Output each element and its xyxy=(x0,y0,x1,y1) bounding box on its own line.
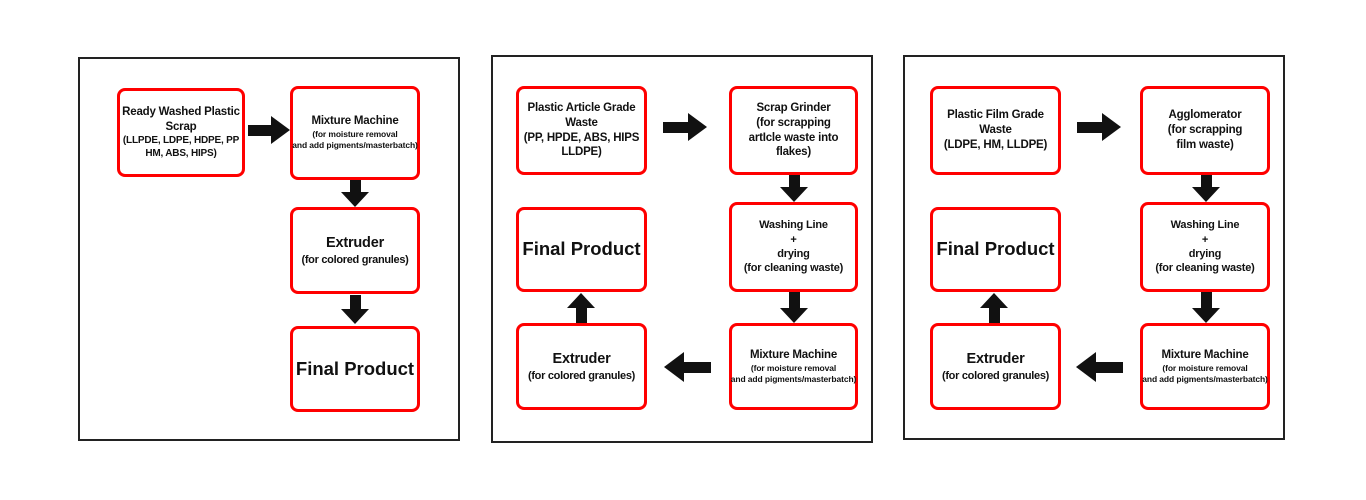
flow-arrow-down-icon xyxy=(341,180,369,207)
flow-box-final-product: Final Product xyxy=(516,207,647,292)
flow-box-mixture-machine: Mixture Machine (for moisture removal an… xyxy=(290,86,420,180)
box-subtitle: (LLPDE, LDPE, HDPE, PP HM, ABS, HIPS) xyxy=(122,135,240,160)
box-title: Mixture Machine xyxy=(749,348,838,361)
flow-arrow-up-icon xyxy=(980,293,1008,323)
box-title: Agglomerator (for scrapping film waste) xyxy=(1167,109,1243,151)
box-title: Washing Line + drying (for cleaning wast… xyxy=(1155,219,1255,275)
box-title: Final Product xyxy=(522,238,641,260)
box-title: Plastic Film Grade Waste (LDPE, HM, LLDP… xyxy=(943,109,1048,151)
flow-arrow-right-icon xyxy=(248,116,290,144)
flow-box-agglomerator: Agglomerator (for scrapping film waste) xyxy=(1140,86,1270,175)
box-title: Extruder xyxy=(966,350,1025,367)
box-title: Final Product xyxy=(936,238,1055,260)
box-subtitle: (for moisture removal and add pigments/m… xyxy=(292,129,418,151)
flow-box-final-product: Final Product xyxy=(930,207,1061,292)
flow-arrow-down-icon xyxy=(1192,175,1220,202)
box-subtitle: (for colored granules) xyxy=(301,253,409,266)
flow-box-article-grade-waste: Plastic Article Grade Waste (PP, HPDE, A… xyxy=(516,86,647,175)
box-subtitle: (for moisture removal and add pigments/m… xyxy=(1142,362,1268,384)
box-title: Mixture Machine xyxy=(1161,348,1249,361)
flow-arrow-left-icon xyxy=(1076,352,1123,382)
flow-arrow-up-icon xyxy=(567,293,595,323)
flow-box-final-product: Final Product xyxy=(290,326,420,412)
flow-arrow-right-icon xyxy=(663,113,707,141)
flow-arrow-down-icon xyxy=(780,175,808,202)
flow-box-washing-line: Washing Line + drying (for cleaning wast… xyxy=(729,202,858,292)
flow-panel-ready-washed-scrap: Ready Washed Plastic Scrap (LLPDE, LDPE,… xyxy=(78,57,460,441)
box-subtitle: (for colored granules) xyxy=(527,369,636,382)
flow-arrow-down-icon xyxy=(780,292,808,323)
box-subtitle: (for colored granules) xyxy=(941,369,1050,382)
flow-panel-article-grade-waste: Plastic Article Grade Waste (PP, HPDE, A… xyxy=(491,55,873,443)
flow-arrow-right-icon xyxy=(1077,113,1121,141)
flow-box-ready-washed-scrap: Ready Washed Plastic Scrap (LLPDE, LDPE,… xyxy=(117,88,245,177)
box-title: Plastic Article Grade Waste (PP, HPDE, A… xyxy=(523,101,640,159)
box-title: Final Product xyxy=(295,357,415,379)
box-title: Extruder xyxy=(325,234,385,251)
flow-box-mixture-machine: Mixture Machine (for moisture removal an… xyxy=(729,323,858,410)
flow-panel-film-grade-waste: Plastic Film Grade Waste (LDPE, HM, LLDP… xyxy=(903,55,1285,440)
flow-box-extruder: Extruder (for colored granules) xyxy=(290,207,420,294)
box-title: Scrap Grinder (for scrapping artIcle was… xyxy=(748,101,839,159)
flow-box-extruder: Extruder (for colored granules) xyxy=(930,323,1061,410)
flow-box-mixture-machine: Mixture Machine (for moisture removal an… xyxy=(1140,323,1270,410)
box-title: Extruder xyxy=(552,350,611,367)
flow-box-film-grade-waste: Plastic Film Grade Waste (LDPE, HM, LLDP… xyxy=(930,86,1061,175)
box-title: Ready Washed Plastic Scrap xyxy=(122,105,240,133)
flow-arrow-left-icon xyxy=(664,352,711,382)
flow-box-scrap-grinder: Scrap Grinder (for scrapping artIcle was… xyxy=(729,86,858,175)
flow-arrow-down-icon xyxy=(341,295,369,324)
box-title: Mixture Machine xyxy=(311,115,399,128)
flow-arrow-down-icon xyxy=(1192,292,1220,323)
flow-box-washing-line: Washing Line + drying (for cleaning wast… xyxy=(1140,202,1270,292)
box-subtitle: (for moisture removal and add pigments/m… xyxy=(730,362,857,384)
box-title: Washing Line + drying (for cleaning wast… xyxy=(743,219,844,275)
flow-box-extruder: Extruder (for colored granules) xyxy=(516,323,647,410)
